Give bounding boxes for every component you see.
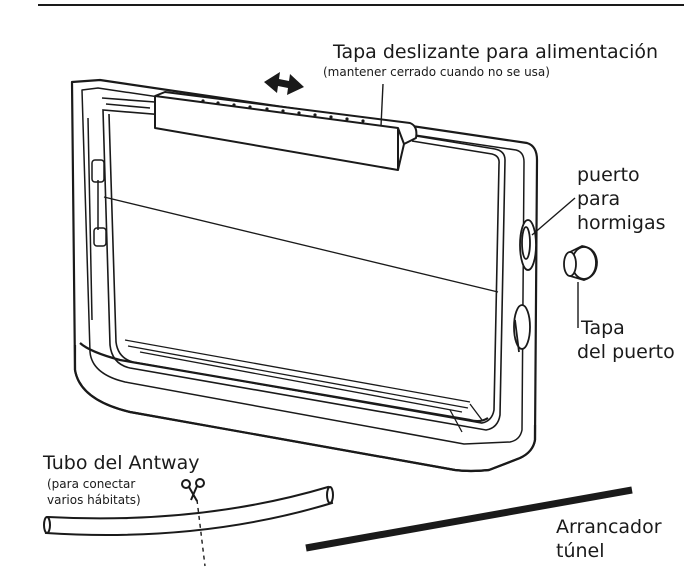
antway-tube-note-1: (para conectar — [47, 477, 136, 491]
left-clips — [87, 117, 107, 321]
feeding-lid-note: (mantener cerrado cuando no se usa) — [323, 65, 550, 79]
antway-tube-note-2: varios hábitats) — [47, 493, 141, 507]
port-cap — [563, 245, 598, 281]
ant-port-label-3: hormigas — [577, 212, 666, 234]
antway-tube-title: Tubo del Antway — [43, 452, 200, 474]
leader-lines — [380, 83, 579, 328]
sliding-feeding-lid — [154, 91, 418, 171]
double-arrow-icon — [264, 72, 304, 95]
scissors-icon — [181, 478, 205, 502]
port-cap-label-1: Tapa — [581, 317, 625, 339]
glass-panel — [101, 97, 506, 433]
ant-port-label-2: para — [577, 188, 621, 210]
antway-tube — [43, 485, 334, 536]
ant-port-label-1: puerto — [577, 164, 640, 186]
tunnel-starter-stick — [305, 486, 633, 552]
feeding-lid-title: Tapa deslizante para alimentación — [333, 41, 659, 63]
ant-port — [513, 219, 537, 353]
tunnel-starter-label-2: túnel — [556, 540, 605, 562]
port-cap-label-2: del puerto — [577, 341, 675, 363]
cut-line — [196, 499, 206, 567]
tunnel-starter-label-1: Arrancador — [556, 516, 662, 538]
